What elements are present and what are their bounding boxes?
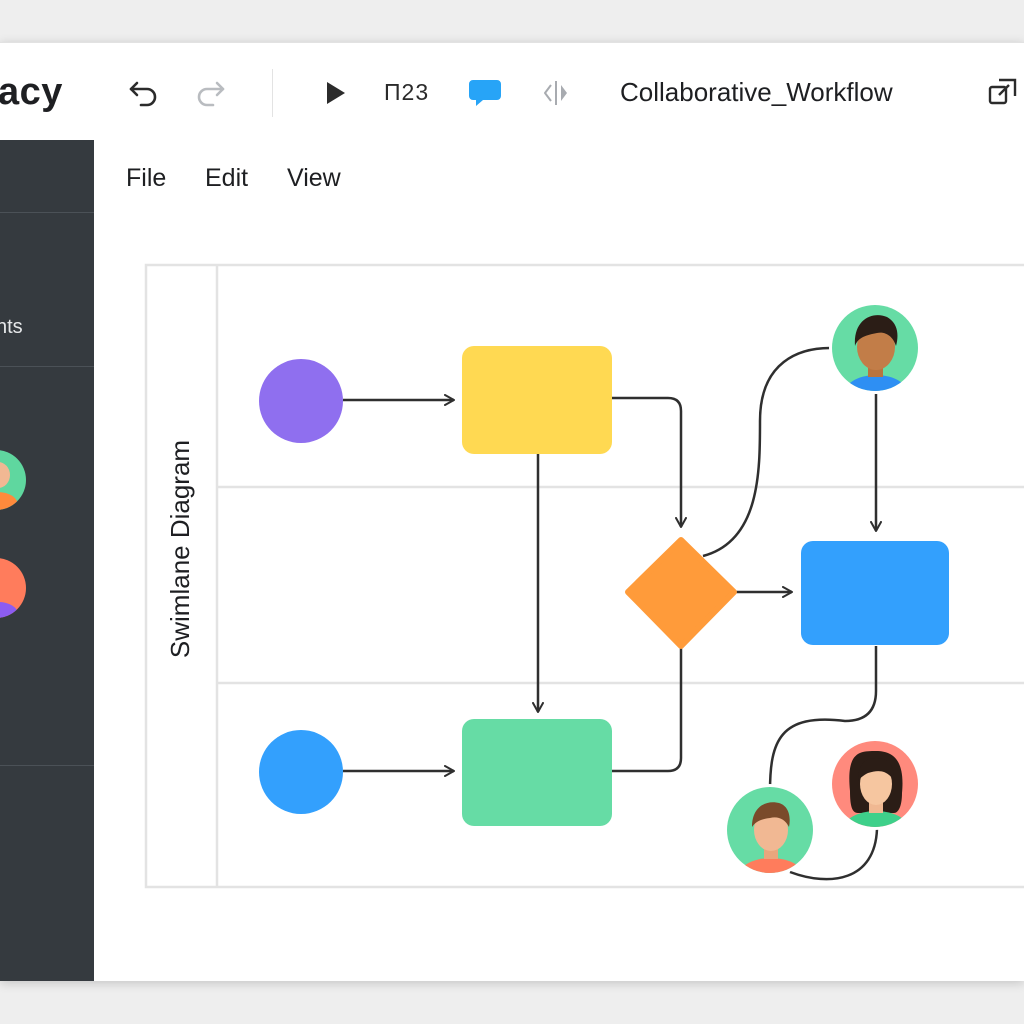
collaborator-avatar[interactable] (829, 302, 921, 419)
toolbar-divider (272, 69, 273, 117)
menu-bar: File Edit View (94, 140, 1024, 215)
diagram-title: Swimlane Diagram (165, 440, 195, 658)
connector-curve[interactable] (789, 828, 879, 881)
task-node-yellow[interactable] (462, 346, 612, 454)
undo-button[interactable] (124, 73, 164, 113)
play-icon (327, 82, 345, 104)
app-brand: acy (0, 71, 63, 113)
undo-icon (129, 81, 157, 107)
connectors (343, 346, 882, 881)
redo-button[interactable] (190, 73, 230, 113)
swimlane-diagram: Swimlane Diagram (144, 263, 1024, 898)
window-icon (988, 78, 1017, 105)
connector-arrow[interactable] (612, 396, 687, 528)
sidebar-divider (0, 765, 94, 766)
start-node-blue[interactable] (259, 730, 343, 814)
window-button[interactable] (984, 73, 1022, 113)
play-button[interactable] (316, 73, 352, 113)
connector-curve[interactable] (702, 346, 831, 558)
sidebar: nts (0, 140, 94, 981)
app-window: acy П23 (0, 42, 1024, 981)
collaborator-avatar[interactable] (724, 784, 816, 898)
start-node-purple[interactable] (259, 359, 343, 443)
collaborator-avatar[interactable] (0, 450, 26, 510)
redo-icon (197, 81, 225, 107)
connector-curve[interactable] (768, 646, 878, 792)
task-node-green[interactable] (462, 719, 612, 826)
task-node-blue[interactable] (801, 541, 949, 645)
comment-button[interactable] (466, 73, 504, 113)
split-view-button[interactable] (537, 73, 575, 113)
diagram-canvas[interactable]: Swimlane Diagram (94, 214, 1024, 981)
menu-view[interactable]: View (287, 164, 341, 192)
connector-line[interactable] (612, 646, 683, 773)
menu-file[interactable]: File (126, 164, 167, 192)
sidebar-item-label[interactable]: nts (0, 316, 23, 338)
collaborator-avatar[interactable] (829, 738, 921, 851)
collaborator-avatar[interactable] (0, 558, 26, 618)
page-indicator[interactable]: П23 (384, 79, 430, 105)
sidebar-divider (0, 212, 94, 213)
comment-icon (469, 80, 501, 106)
split-view-icon (544, 81, 567, 105)
menu-edit[interactable]: Edit (205, 164, 249, 192)
decision-node[interactable] (625, 537, 737, 649)
sidebar-divider (0, 366, 94, 367)
document-title[interactable]: Collaborative_Workflow (620, 77, 893, 107)
toolbar: acy П23 (0, 43, 1024, 141)
